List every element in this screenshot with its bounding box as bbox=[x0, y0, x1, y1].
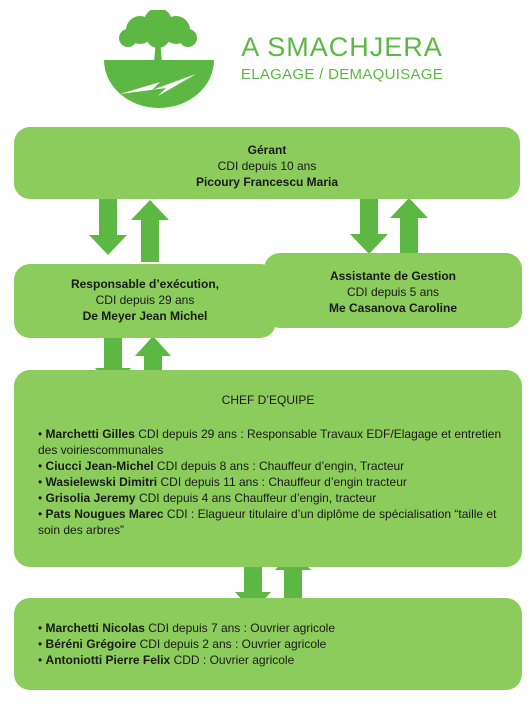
arrow-up-icon bbox=[390, 198, 428, 258]
brand-title: A SMACHJERA bbox=[241, 32, 443, 62]
arrow-down-icon bbox=[89, 193, 127, 255]
gerant-box: Gérant CDI depuis 10 ans Picoury Frances… bbox=[14, 127, 520, 199]
chef-equipe-box: CHEF D’EQUIPE • Marchetti Gilles CDI dep… bbox=[14, 370, 522, 567]
member-name: Béréni Grégoire bbox=[45, 637, 137, 651]
member-detail: CDI depuis 29 ans : Responsable Travaux … bbox=[38, 427, 502, 457]
chef-equipe-list: • Marchetti Gilles CDI depuis 29 ans : R… bbox=[38, 426, 508, 538]
list-item: • Ciucci Jean-Michel CDI depuis 8 ans : … bbox=[38, 459, 405, 473]
member-name: Ciucci Jean-Michel bbox=[45, 459, 154, 473]
responsable-role: Responsable d’exécution, bbox=[70, 277, 220, 291]
member-detail: CDI : Elagueur titulaire d’un diplôme de… bbox=[38, 507, 497, 537]
list-item: • Antoniotti Pierre Felix CDD : Ouvrier … bbox=[38, 653, 295, 667]
logo-area: A SMACHJERA ELAGAGE / DEMAQUISAGE bbox=[0, 0, 531, 118]
responsable-name: De Meyer Jean Michel bbox=[82, 309, 208, 323]
list-item: • Marchetti Nicolas CDI depuis 7 ans : O… bbox=[38, 621, 336, 635]
member-detail: CDI depuis 2 ans : Ouvrier agricole bbox=[136, 637, 327, 651]
member-name: Marchetti Gilles bbox=[45, 427, 135, 441]
member-name: Marchetti Nicolas bbox=[45, 621, 145, 635]
arrow-down-icon bbox=[350, 196, 388, 254]
member-detail: CDI depuis 4 ans Chauffeur d’engin, trac… bbox=[135, 491, 377, 505]
ouvriers-box: • Marchetti Nicolas CDI depuis 7 ans : O… bbox=[14, 598, 522, 690]
member-name: Pats Nougues Marec bbox=[45, 507, 164, 521]
member-detail: CDI depuis 7 ans : Ouvrier agricole bbox=[144, 621, 336, 635]
tree-logo-icon bbox=[104, 10, 214, 108]
member-name: Grisolia Jeremy bbox=[45, 491, 136, 505]
chef-equipe-title: CHEF D’EQUIPE bbox=[221, 393, 315, 407]
gerant-contract: CDI depuis 10 ans bbox=[217, 159, 317, 173]
responsable-contract: CDI depuis 29 ans bbox=[95, 293, 195, 307]
gerant-name: Picoury Francescu Maria bbox=[195, 175, 339, 189]
assistante-contract: CDI depuis 5 ans bbox=[346, 285, 440, 299]
list-item: • Béréni Grégoire CDI depuis 2 ans : Ouv… bbox=[38, 637, 327, 651]
gerant-role: Gérant bbox=[247, 143, 287, 157]
member-detail: CDI depuis 8 ans : Chauffeur d’engin, Tr… bbox=[153, 459, 405, 473]
member-name: Wasielewski Dimitri bbox=[45, 475, 158, 489]
member-detail: CDD : Ouvrier agricole bbox=[170, 653, 295, 667]
brand-subtitle: ELAGAGE / DEMAQUISAGE bbox=[240, 66, 444, 83]
ouvriers-list: • Marchetti Nicolas CDI depuis 7 ans : O… bbox=[38, 620, 508, 668]
assistante-box: Assistante de Gestion CDI depuis 5 ans M… bbox=[264, 253, 522, 328]
assistante-name: Me Casanova Caroline bbox=[328, 301, 458, 315]
member-name: Antoniotti Pierre Felix bbox=[45, 653, 171, 667]
list-item: • Wasielewski Dimitri CDI depuis 11 ans … bbox=[38, 475, 407, 489]
list-item: • Marchetti Gilles CDI depuis 29 ans : R… bbox=[38, 427, 502, 457]
responsable-box: Responsable d’exécution, CDI depuis 29 a… bbox=[14, 264, 276, 338]
member-detail: CDI depuis 11 ans : Chauffeur d’engin tr… bbox=[157, 475, 407, 489]
list-item: • Grisolia Jeremy CDI depuis 4 ans Chauf… bbox=[38, 491, 377, 505]
list-item: • Pats Nougues Marec CDI : Elagueur titu… bbox=[38, 507, 497, 537]
arrow-up-icon bbox=[131, 200, 169, 262]
assistante-role: Assistante de Gestion bbox=[329, 269, 457, 283]
